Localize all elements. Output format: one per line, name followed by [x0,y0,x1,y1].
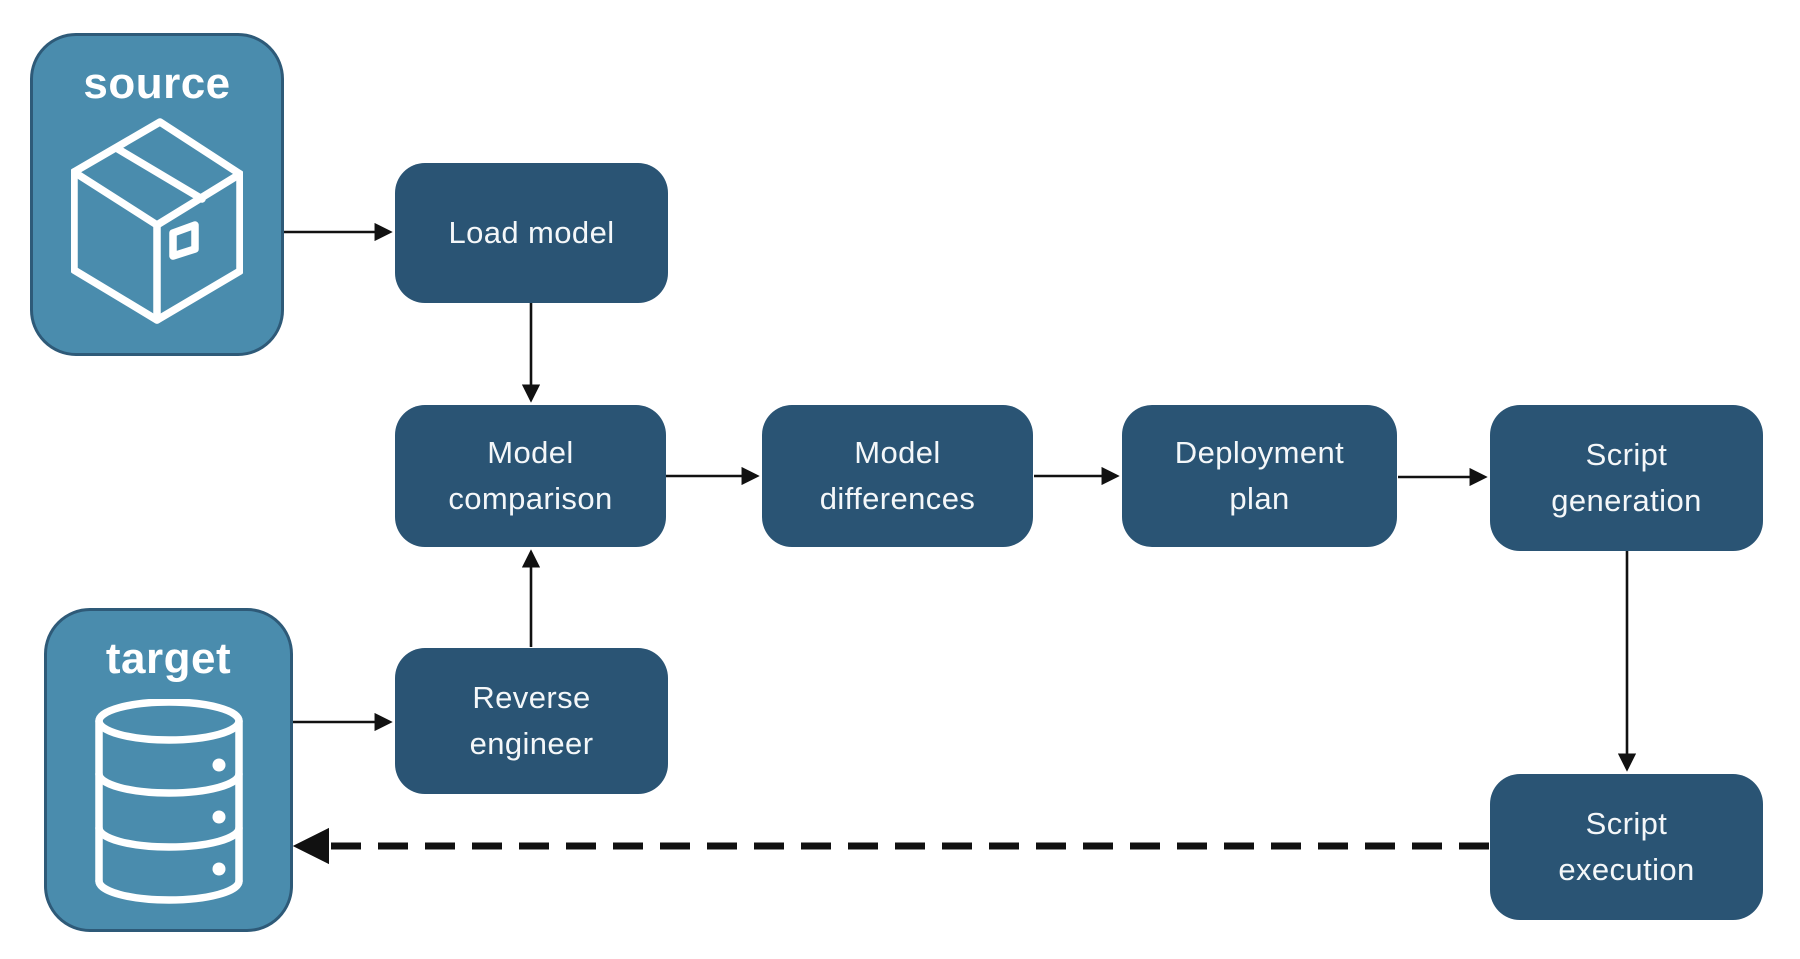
node-label: Model [487,435,574,470]
node-label: differences [819,481,976,516]
node-model-comparison: Model comparison [395,405,666,547]
node-label: Script [1585,806,1668,841]
node-label: execution [1558,852,1695,887]
node-deployment-plan: Deployment plan [1122,405,1397,547]
package-icon [71,118,243,324]
source-entity: source [30,33,284,356]
node-label: plan [1229,481,1290,516]
source-label: source [83,59,231,108]
target-entity: target [44,608,293,932]
node-script-execution: Script execution [1490,774,1763,920]
node-label: comparison [448,481,613,516]
node-label: Script [1585,437,1668,472]
node-reverse-engineer: Reverse engineer [395,648,668,794]
node-model-differences: Model differences [762,405,1033,547]
node-label: generation [1551,483,1702,518]
node-label: engineer [469,726,594,761]
node-load-model: Load model [395,163,668,303]
node-label: Model [854,435,941,470]
node-label: Reverse [472,680,591,715]
node-label: Deployment [1174,435,1345,470]
node-script-generation: Script generation [1490,405,1763,551]
database-icon [94,699,243,904]
node-label: Load model [448,215,615,250]
target-label: target [105,634,232,683]
